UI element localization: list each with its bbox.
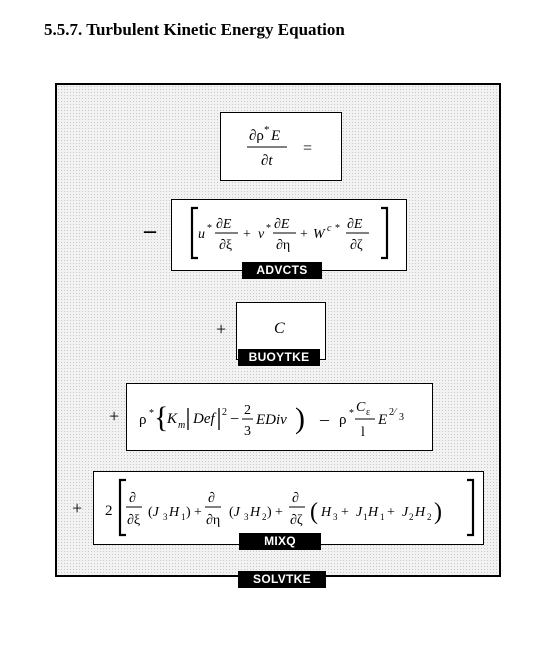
svg-text:*: * xyxy=(264,124,270,136)
svg-text:Def: Def xyxy=(192,411,216,427)
svg-text:): ) xyxy=(434,499,442,525)
svg-text:ρ: ρ xyxy=(339,412,347,428)
svg-text:2: 2 xyxy=(427,512,432,522)
svg-text:∂ξ: ∂ξ xyxy=(219,238,232,253)
svg-text:1: 1 xyxy=(181,512,186,522)
svg-text:m: m xyxy=(178,420,185,431)
svg-text:{: { xyxy=(154,401,168,434)
svg-text:C: C xyxy=(356,400,366,415)
svg-text:H: H xyxy=(320,505,332,520)
svg-text:*: * xyxy=(207,223,212,234)
svg-text:J: J xyxy=(402,505,409,520)
svg-text:1: 1 xyxy=(363,512,368,522)
svg-text:*: * xyxy=(266,223,271,234)
svg-text:+: + xyxy=(341,505,349,520)
svg-text:+: + xyxy=(387,505,395,520)
mixing-formula: 2 ∂ ∂ξ (J 3 H 1 ) + ∂ ∂η (J 3 H 2 ) + ∂ … xyxy=(105,478,475,537)
svg-text:∂: ∂ xyxy=(208,491,215,506)
svg-text:E: E xyxy=(270,128,280,144)
svg-text:∂t: ∂t xyxy=(261,153,273,169)
svg-text:∂ζ: ∂ζ xyxy=(350,238,363,253)
svg-text:3: 3 xyxy=(244,424,251,439)
svg-text:2⁄: 2⁄ xyxy=(389,407,398,418)
advection-formula: u * ∂E ∂ξ + v * ∂E ∂η + W c * ∂E ∂ζ xyxy=(190,206,389,260)
mixq-label: MIXQ xyxy=(239,533,321,550)
svg-text:v: v xyxy=(258,227,265,242)
svg-text:∂: ∂ xyxy=(129,491,136,506)
svg-text:E: E xyxy=(377,412,387,428)
svg-text:2: 2 xyxy=(222,407,227,418)
svg-text:–: – xyxy=(319,409,330,429)
svg-text:(: ( xyxy=(310,499,318,525)
svg-text:H: H xyxy=(249,505,261,520)
plus-sign-mixing: + xyxy=(72,498,83,518)
svg-text:+: + xyxy=(194,505,202,520)
buoyancy-formula: C xyxy=(274,320,285,337)
svg-text:∂: ∂ xyxy=(292,491,299,506)
svg-text:EDiv: EDiv xyxy=(255,412,287,428)
svg-text:+: + xyxy=(300,227,308,242)
lhs-box: ∂ρ * E ∂t = xyxy=(220,112,342,181)
svg-text:2: 2 xyxy=(262,512,267,522)
svg-text:∂ζ: ∂ζ xyxy=(290,513,303,528)
svg-text:∂E: ∂E xyxy=(347,217,363,232)
svg-text:l: l xyxy=(361,425,365,440)
equals-sign: = xyxy=(303,140,312,157)
solvtke-label: SOLVTKE xyxy=(238,571,326,588)
svg-text:): ) xyxy=(267,505,272,520)
section-heading: 5.5.7. Turbulent Kinetic Energy Equation xyxy=(44,20,345,39)
svg-text:): ) xyxy=(186,505,191,520)
svg-text:∂ξ: ∂ξ xyxy=(127,513,140,528)
svg-text:(J: (J xyxy=(148,505,160,520)
plus-sign-buoyancy: + xyxy=(216,319,227,339)
advcts-label: ADVCTS xyxy=(242,262,322,279)
dissipation-formula: ρ * { K m Def 2 − 2 3 EDiv ) – ρ * C ε l… xyxy=(139,400,404,440)
svg-text:H: H xyxy=(168,505,180,520)
svg-text:∂E: ∂E xyxy=(274,217,290,232)
svg-text:): ) xyxy=(295,402,305,435)
svg-text:∂E: ∂E xyxy=(216,217,232,232)
mixing-box: 2 ∂ ∂ξ (J 3 H 1 ) + ∂ ∂η (J 3 H 2 ) + ∂ … xyxy=(93,471,484,545)
buoytke-label: BUOYTKE xyxy=(238,349,320,366)
svg-text:3: 3 xyxy=(163,512,168,522)
plus-sign-dissipation: + xyxy=(109,406,120,426)
svg-text:+: + xyxy=(243,227,251,242)
svg-text:+: + xyxy=(275,505,283,520)
svg-text:*: * xyxy=(149,408,154,419)
svg-text:W: W xyxy=(313,227,326,242)
buoyancy-term: C xyxy=(274,320,285,337)
svg-text:1: 1 xyxy=(380,512,385,522)
svg-text:∂η: ∂η xyxy=(206,513,220,528)
minus-sign: – xyxy=(144,218,156,244)
svg-text:ρ: ρ xyxy=(139,412,147,428)
svg-text:(J: (J xyxy=(229,505,241,520)
svg-text:c: c xyxy=(327,223,332,234)
svg-text:J: J xyxy=(356,505,363,520)
svg-text:2: 2 xyxy=(244,403,251,418)
svg-text:∂η: ∂η xyxy=(276,238,290,253)
svg-text:3: 3 xyxy=(399,412,404,423)
mixing-coefficient: 2 xyxy=(105,503,113,519)
advection-box: u * ∂E ∂ξ + v * ∂E ∂η + W c * ∂E ∂ζ xyxy=(171,199,407,271)
svg-text:K: K xyxy=(166,411,178,427)
svg-text:H: H xyxy=(367,505,379,520)
svg-text:H: H xyxy=(414,505,426,520)
svg-text:*: * xyxy=(349,408,354,419)
svg-text:ε: ε xyxy=(366,407,370,418)
svg-text:−: − xyxy=(230,411,239,428)
lhs-formula: ∂ρ * E ∂t = xyxy=(247,124,312,169)
svg-text:∂ρ: ∂ρ xyxy=(249,128,264,144)
svg-text:3: 3 xyxy=(333,512,338,522)
dissipation-box: ρ * { K m Def 2 − 2 3 EDiv ) – ρ * C ε l… xyxy=(126,383,433,451)
svg-text:3: 3 xyxy=(244,512,249,522)
svg-text:u: u xyxy=(198,227,205,242)
svg-text:*: * xyxy=(335,223,340,234)
svg-text:2: 2 xyxy=(409,512,414,522)
